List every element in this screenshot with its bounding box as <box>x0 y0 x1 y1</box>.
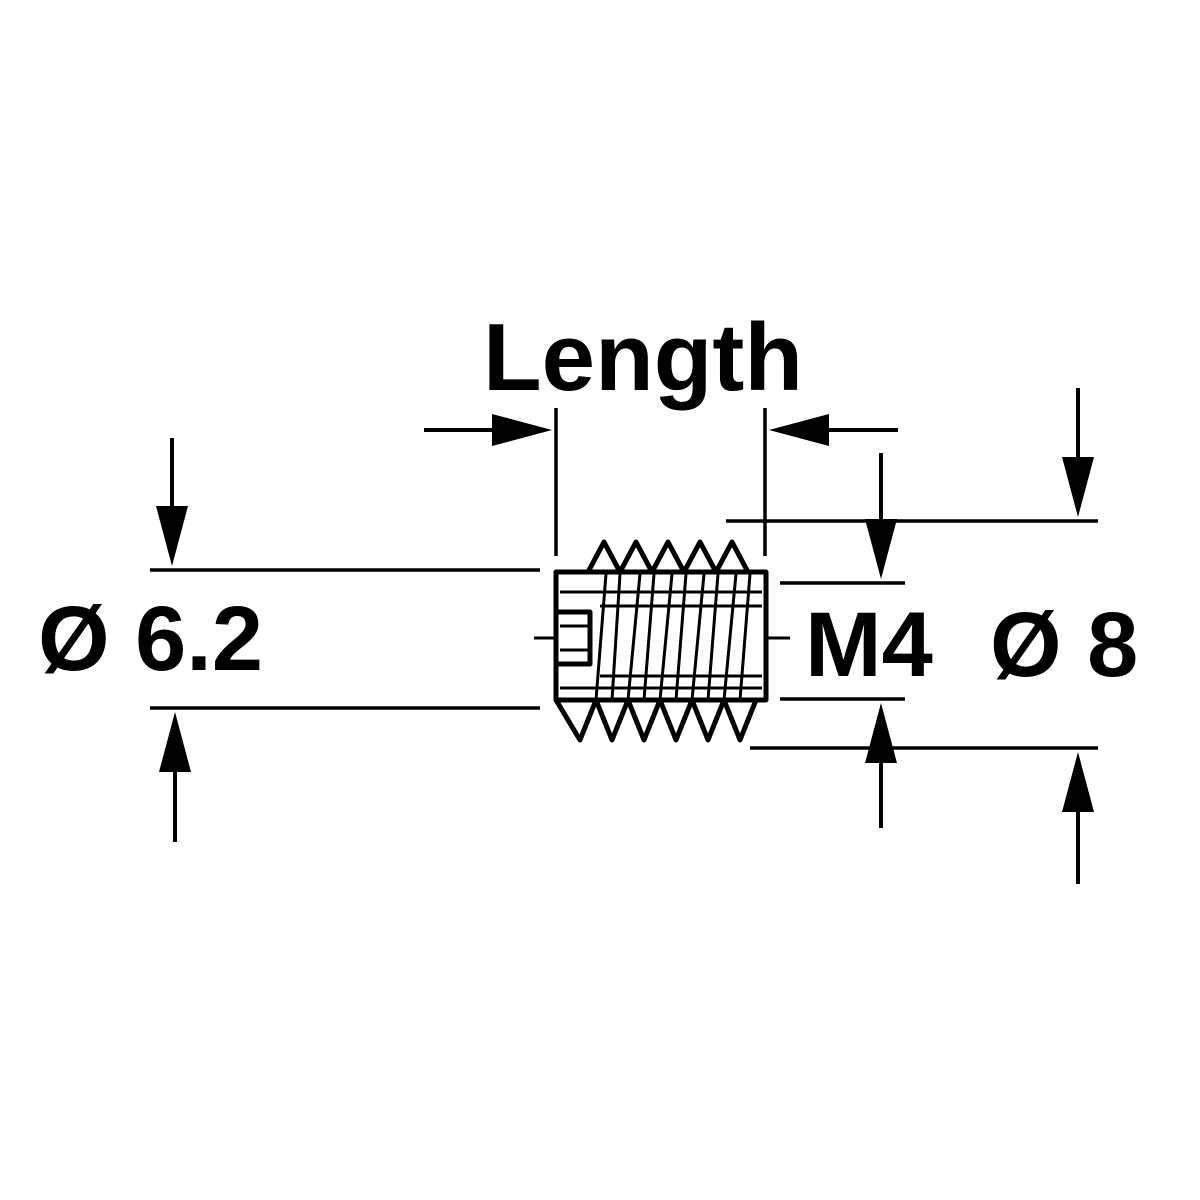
threaded-insert <box>534 539 790 743</box>
thread-dimension: M4 <box>780 453 933 828</box>
thread-arrow-bottom <box>865 703 897 828</box>
inner-arrow-bottom <box>159 712 191 842</box>
thread-arrow-top <box>865 453 897 579</box>
outer-arrow-top <box>1062 388 1094 517</box>
length-label: Length <box>483 304 803 411</box>
inner-diameter-label: Ø 6.2 <box>38 588 263 690</box>
outer-diameter-label: Ø 8 <box>990 594 1138 696</box>
outer-arrow-bottom <box>1062 752 1094 884</box>
inner-diameter-dimension: Ø 6.2 <box>38 438 540 842</box>
thread-hatching <box>560 573 762 701</box>
length-arrow-left <box>424 414 552 446</box>
thread-teeth-bottom <box>553 697 759 743</box>
insert-slot <box>553 609 593 667</box>
outer-diameter-dimension: Ø 8 <box>726 388 1138 884</box>
inner-arrow-top <box>156 438 188 566</box>
length-arrow-right <box>769 414 898 446</box>
thread-label: M4 <box>805 594 933 696</box>
length-dimension: Length <box>424 304 898 556</box>
